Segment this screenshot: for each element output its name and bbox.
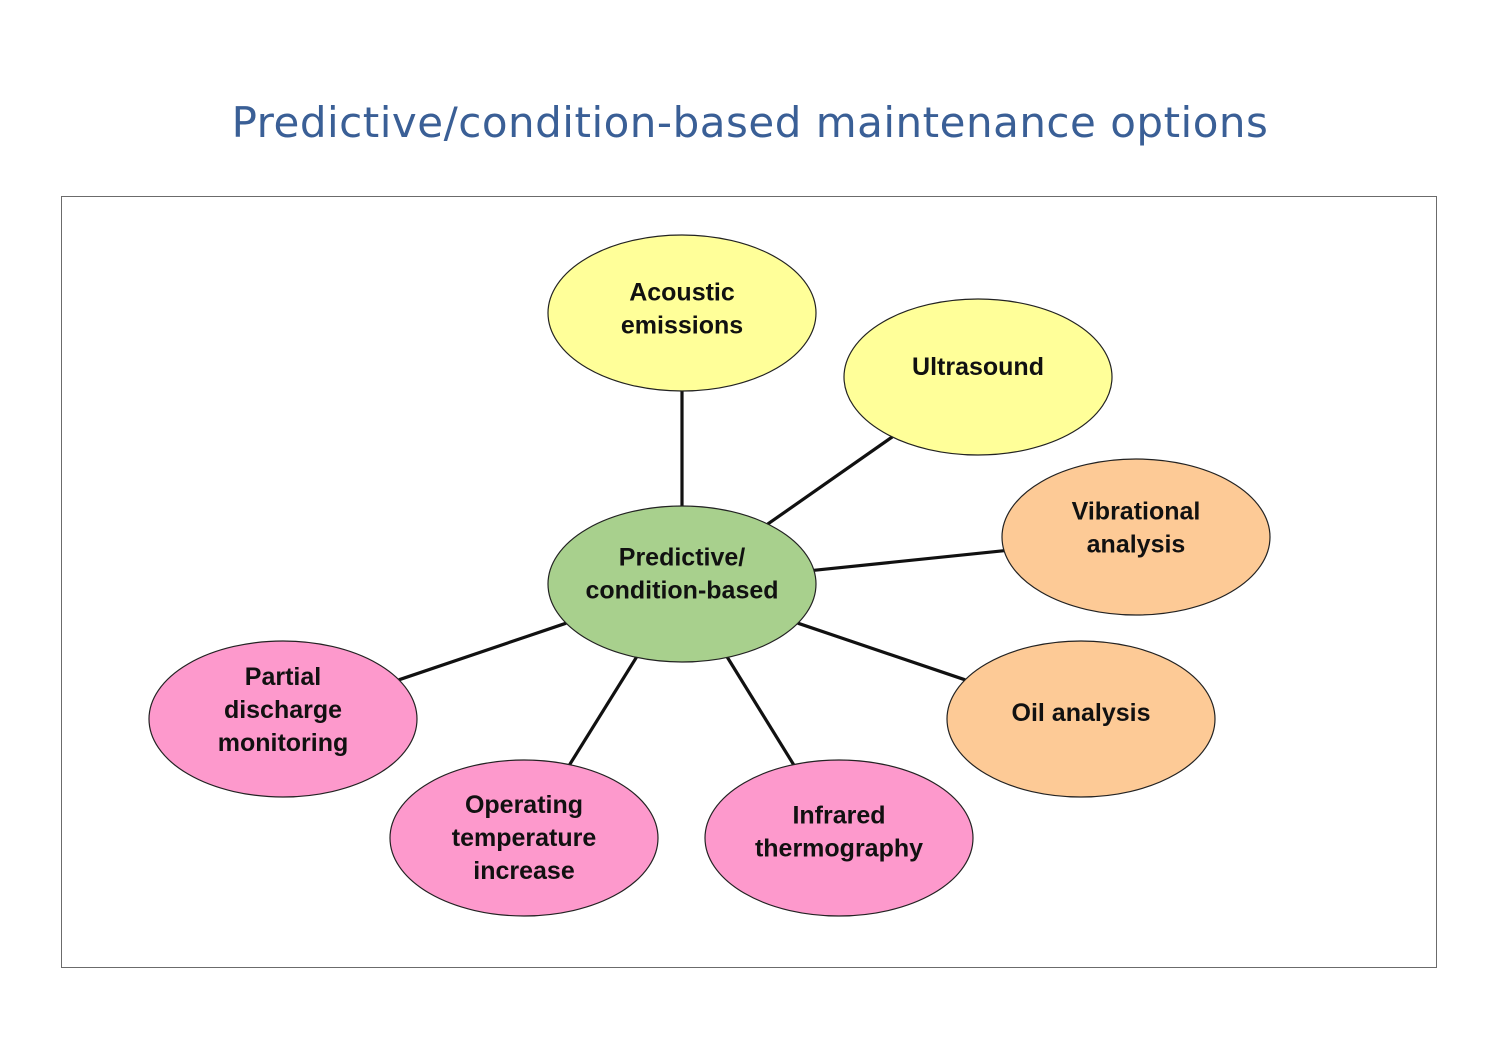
- connector-vibrational-analysis: [813, 549, 1005, 572]
- node-label-oil-analysis: Oil analysis: [1012, 699, 1151, 727]
- connector-ultrasound: [766, 435, 894, 526]
- node-ultrasound: Ultrasound: [843, 298, 1113, 456]
- node-ellipse-acoustic-emissions: [547, 234, 817, 392]
- node-label-partial-discharge-monitoring: Partial: [245, 663, 321, 691]
- node-label-acoustic-emissions: Acoustic: [629, 279, 735, 307]
- node-center: Predictive/condition-based: [547, 505, 817, 663]
- node-operating-temperature-increase: Operating temperature increase: [389, 759, 659, 917]
- connector-infrared-thermography: [726, 656, 795, 766]
- node-label-center: Predictive/: [619, 544, 746, 572]
- node-label-partial-discharge-monitoring: monitoring: [218, 729, 349, 757]
- node-label-operating-temperature-increase: temperature: [452, 824, 597, 852]
- node-label-operating-temperature-increase: increase: [473, 857, 575, 885]
- connector-partial-discharge-monitoring: [398, 621, 567, 682]
- node-label-operating-temperature-increase: Operating: [465, 791, 583, 819]
- node-label-ultrasound: Ultrasound: [912, 353, 1044, 381]
- node-ellipse-ultrasound: [843, 298, 1113, 456]
- page-title: Predictive/condition-based maintenance o…: [231, 98, 1269, 147]
- node-oil-analysis: Oil analysis: [946, 640, 1216, 798]
- node-label-partial-discharge-monitoring: discharge: [224, 696, 342, 724]
- connector-operating-temperature-increase: [568, 656, 638, 766]
- node-label-center: condition-based: [585, 577, 778, 605]
- node-label-infrared-thermography: thermography: [755, 835, 923, 863]
- node-label-infrared-thermography: Infrared: [792, 802, 885, 830]
- diagram-frame: [61, 196, 1437, 968]
- node-ellipse-operating-temperature-increase: [389, 759, 659, 917]
- connector-oil-analysis: [797, 621, 966, 682]
- node-label-vibrational-analysis: Vibrational: [1072, 498, 1201, 526]
- node-vibrational-analysis: Vibrational analysis: [1001, 458, 1271, 616]
- node-ellipse-center: [547, 505, 817, 663]
- nodes: Predictive/condition-based Acoustic emissi…: [148, 234, 1271, 917]
- node-ellipse-partial-discharge-monitoring: [148, 640, 418, 798]
- node-label-vibrational-analysis: analysis: [1087, 531, 1186, 559]
- node-partial-discharge-monitoring: Partial discharge monitoring: [148, 640, 418, 798]
- node-ellipse-infrared-thermography: [704, 759, 974, 917]
- connectors: [398, 391, 1005, 766]
- node-label-acoustic-emissions: emissions: [621, 312, 743, 340]
- node-ellipse-vibrational-analysis: [1001, 458, 1271, 616]
- node-acoustic-emissions: Acoustic emissions: [547, 234, 817, 392]
- node-ellipse-oil-analysis: [946, 640, 1216, 798]
- node-infrared-thermography: Infrared thermography: [704, 759, 974, 917]
